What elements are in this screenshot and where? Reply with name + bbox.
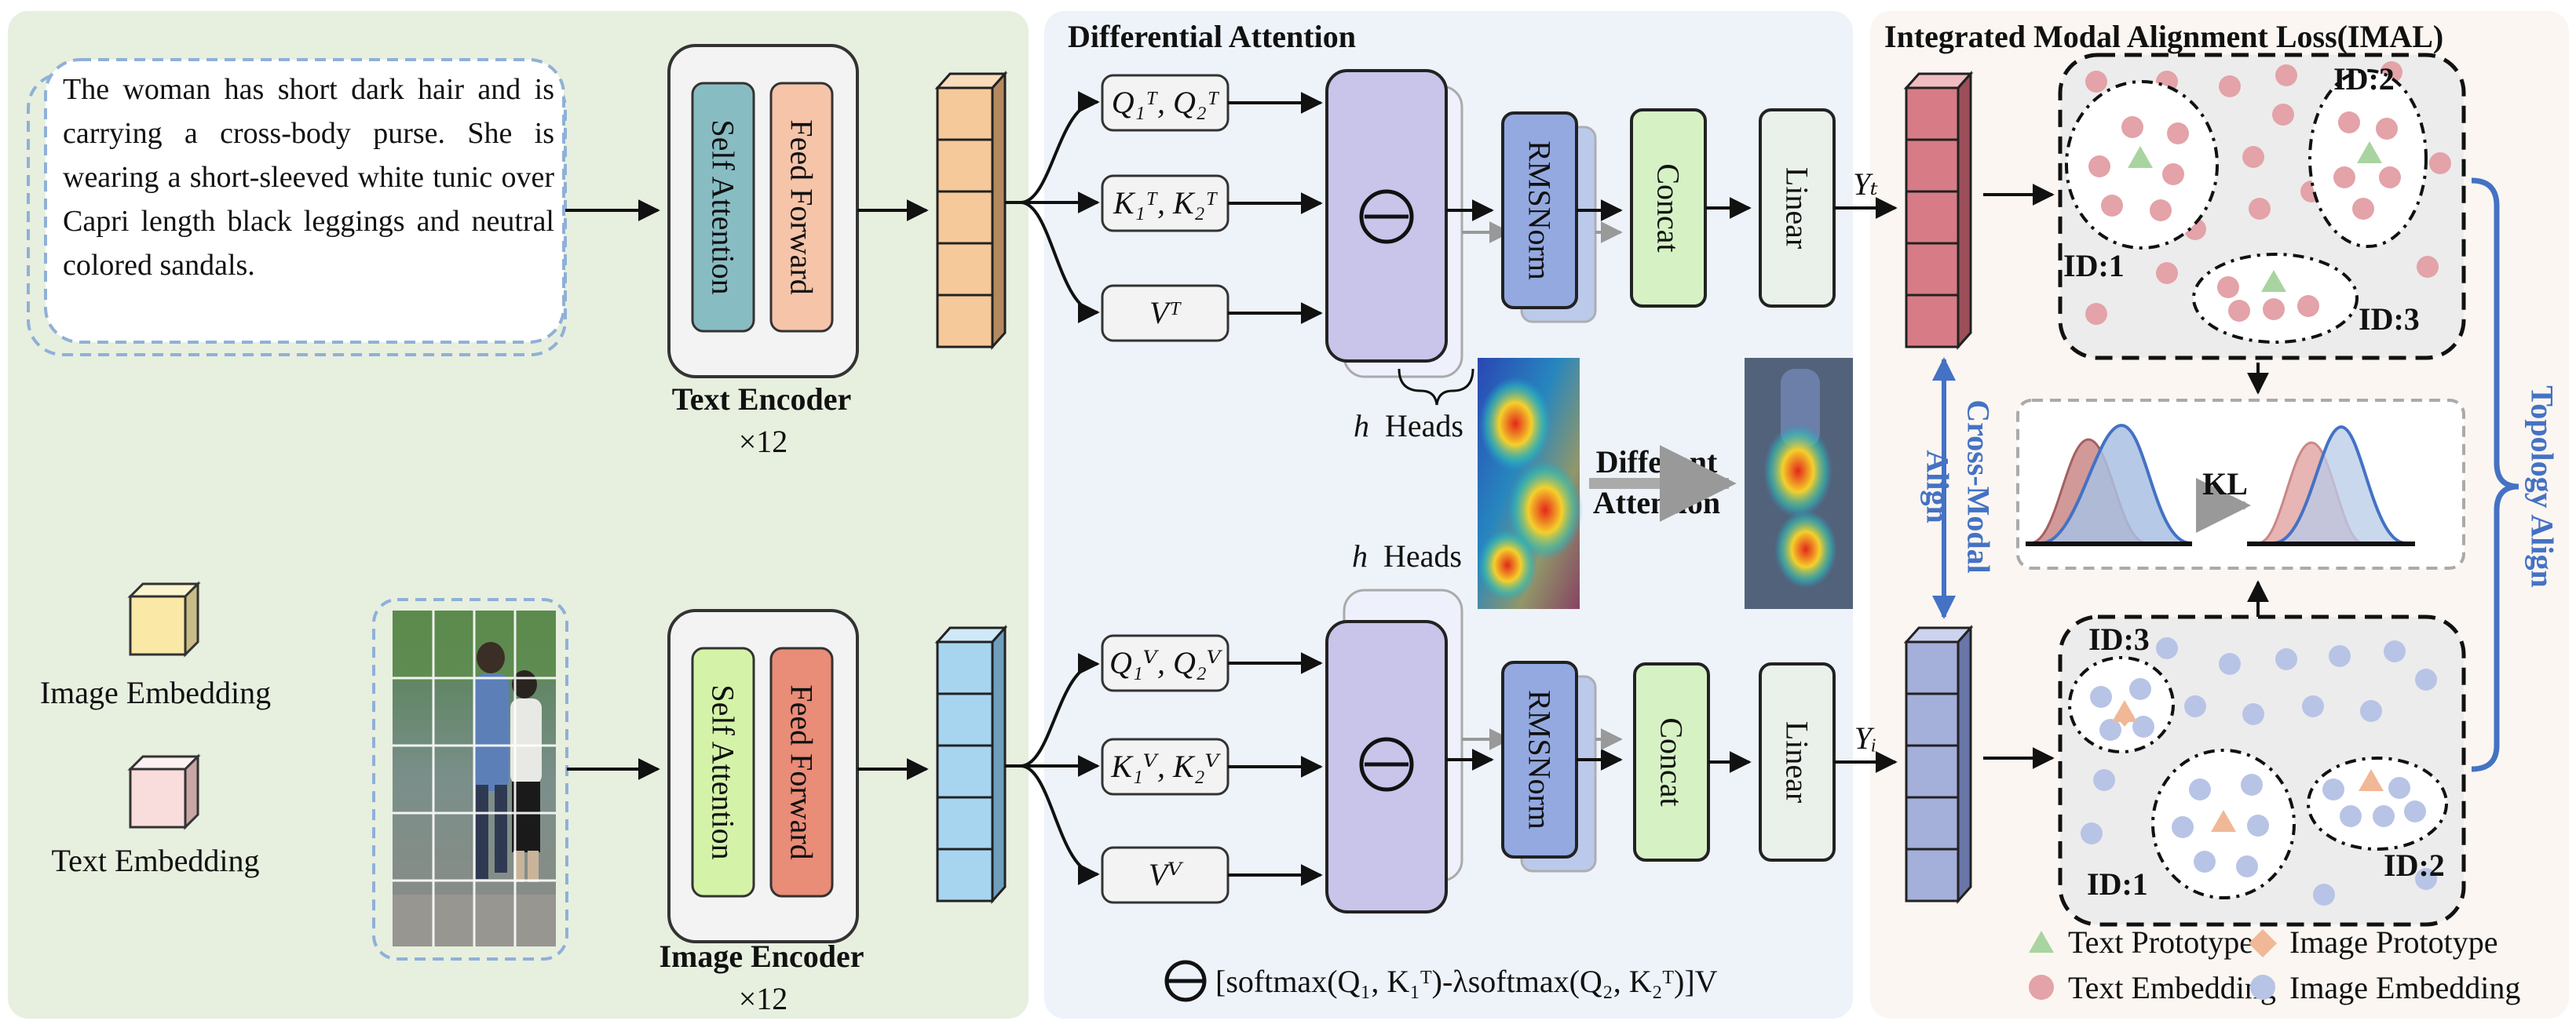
text-embedding-legend-cube	[127, 753, 201, 830]
imal-title: Integrated Modal Alignment Loss(IMAL)	[1884, 19, 2443, 54]
image-feed-forward-label: Feed Forward	[784, 684, 820, 859]
text-self-attention-block	[691, 82, 755, 333]
text-qkv-arrows	[1228, 92, 1323, 324]
topology-align-label: Topology Align	[2525, 385, 2560, 588]
text-feed-forward-label: Feed Forward	[784, 119, 820, 294]
image-split-arrows	[1005, 653, 1100, 885]
image-norm-to-concat-arrows	[1577, 728, 1623, 771]
legend-image-prototype-icon	[2249, 929, 2277, 957]
image-cluster-id2: ID:2	[2384, 848, 2445, 883]
yt-label: Yₜ	[1853, 166, 1878, 202]
image-self-attention-label: Self Attention	[706, 684, 741, 859]
legend-text-prototype-label: Text Prototype	[2068, 924, 2253, 960]
image-embedding-legend-label: Image Embedding	[40, 675, 271, 710]
image-encoder-repeat: ×12	[739, 981, 788, 1016]
image-k-box: K₁ⱽ, K₂ⱽ	[1101, 738, 1230, 796]
image-heads-label: h Heads	[1352, 538, 1462, 574]
text-encoder-repeat: ×12	[739, 424, 788, 459]
text-k-box: K₁ᵀ, K₂ᵀ	[1101, 174, 1230, 232]
image-cluster-id1: ID:1	[2087, 866, 2148, 902]
image-rmsnorm-block: RMSNorm	[1501, 661, 1597, 873]
formula: [softmax(Q₁, K₁ᵀ)-λsoftmax(Q₂, K₂ᵀ)]V	[1164, 960, 1718, 1002]
text-feed-forward-block	[769, 82, 834, 333]
text-cluster-id3: ID:3	[2359, 301, 2420, 337]
image-linear-block: Linear	[1759, 662, 1836, 862]
text-description-box: The woman has short dark hair and is car…	[27, 58, 567, 356]
topology-align-bracket	[2471, 177, 2519, 772]
image-feature-stack	[1903, 625, 1974, 904]
image-token-stack	[934, 625, 1008, 904]
text-q-box: Q₁ᵀ, Q₂ᵀ	[1101, 74, 1230, 132]
text-prototype-marker	[2128, 146, 2153, 168]
image-embedding-legend-cube	[127, 581, 201, 658]
cross-modal-label-line2: Align	[1920, 450, 1956, 523]
text-embedding-legend-label: Text Embedding	[52, 843, 260, 878]
text-heads-brace	[1398, 368, 1474, 406]
different-attention-label-line1: Different	[1596, 444, 1718, 480]
image-concat-label: Concat	[1654, 717, 1690, 806]
kl-label: KL	[2202, 466, 2248, 501]
image-encoder: Self Attention Feed Forward	[667, 609, 859, 943]
image-q-label: Q₁ⱽ, Q₂ⱽ	[1109, 645, 1223, 680]
image-cluster-box: ID:3 ID:1 ID:2	[2058, 614, 2466, 927]
text-attention-heatmap	[1478, 358, 1583, 609]
text-linear-block: Linear	[1759, 108, 1836, 308]
text-heads-label: h Heads	[1354, 408, 1463, 443]
image-v-label: Vⱽ	[1149, 857, 1184, 892]
image-encoder-title: Image Encoder	[659, 939, 864, 974]
kl-distribution-box: KL	[2016, 399, 2465, 570]
person-image	[372, 598, 568, 961]
formula-text: [softmax(Q₁, K₁ᵀ)-λsoftmax(Q₂, K₂ᵀ)]V	[1215, 964, 1718, 999]
text-cluster-id1: ID:1	[2063, 248, 2125, 283]
image-attention-heatmap	[1745, 358, 1853, 609]
text-encoder-title: Text Encoder	[672, 381, 852, 417]
legend-text-prototype-icon	[2029, 931, 2054, 953]
text-token-stack	[934, 71, 1008, 350]
text-k-label: K₁ᵀ, K₂ᵀ	[1113, 185, 1219, 221]
image-q-box: Q₁ⱽ, Q₂ⱽ	[1101, 634, 1230, 692]
text-linear-label: Linear	[1780, 167, 1815, 249]
text-v-label: Vᵀ	[1149, 295, 1182, 330]
text-v-box: Vᵀ	[1101, 284, 1230, 342]
text-self-attention-label: Self Attention	[706, 119, 741, 294]
image-v-box: Vⱽ	[1101, 846, 1230, 904]
text-description: The woman has short dark hair and is car…	[63, 73, 554, 282]
differential-attention-title: Differential Attention	[1068, 19, 1356, 54]
text-attention-block	[1325, 69, 1463, 378]
yi-label: Yᵢ	[1854, 720, 1877, 756]
text-cluster-id2: ID:2	[2333, 61, 2395, 97]
legend-image-embedding-icon	[2250, 975, 2275, 1000]
text-encoder: Self Attention Feed Forward	[667, 44, 859, 378]
text-rmsnorm-label: RMSNorm	[1522, 140, 1558, 280]
text-cluster-box: ID:1 ID:2 ID:3	[2058, 53, 2466, 360]
text-q-label: Q₁ᵀ, Q₂ᵀ	[1112, 85, 1220, 120]
legend-text-embedding-label: Text Embedding	[2068, 970, 2276, 1005]
image-k-label: K₁ⱽ, K₂ⱽ	[1110, 749, 1221, 784]
image-rmsnorm-label: RMSNorm	[1522, 690, 1558, 830]
different-attention-label-line2: Attention	[1593, 485, 1720, 520]
image-cluster-id3: ID:3	[2088, 622, 2150, 657]
legend-text-embedding-icon	[2029, 975, 2054, 1000]
text-rmsnorm-block: RMSNorm	[1501, 111, 1597, 323]
image-feed-forward-block	[769, 647, 834, 898]
image-concat-block: Concat	[1633, 662, 1710, 862]
cross-modal-label-line1: Cross-Modal	[1961, 399, 1997, 573]
text-split-arrows	[1005, 91, 1100, 323]
image-attention-block	[1325, 589, 1463, 913]
text-norm-to-concat-arrows	[1577, 199, 1623, 243]
legend-image-embedding-label: Image Embedding	[2289, 970, 2520, 1005]
image-self-attention-block	[691, 647, 755, 898]
text-concat-block: Concat	[1630, 108, 1707, 308]
text-concat-label: Concat	[1651, 163, 1686, 252]
image-qkv-arrows	[1228, 652, 1323, 886]
text-feature-stack	[1903, 71, 1974, 350]
image-linear-label: Linear	[1780, 721, 1815, 803]
legend-image-prototype-label: Image Prototype	[2289, 924, 2498, 960]
